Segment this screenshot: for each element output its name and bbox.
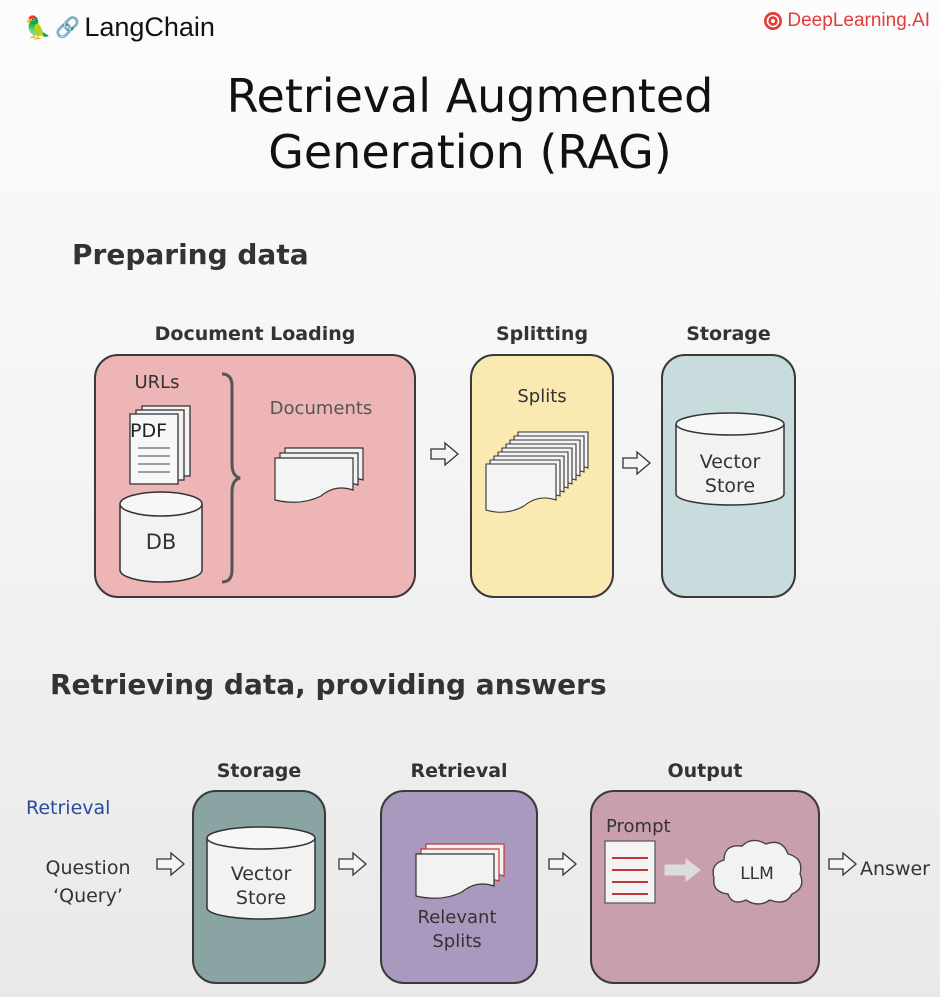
arrow-right-icon <box>828 851 858 877</box>
arrow-right-icon <box>664 857 701 883</box>
prompt-label: Prompt <box>606 816 671 837</box>
retrieval-box: Relevant Splits <box>380 790 538 984</box>
documents-label: Documents <box>269 398 373 419</box>
document-loading-box: URLs PDF DB Documents <box>94 354 416 598</box>
splitting-box: Splits <box>470 354 614 598</box>
arrow-right-icon <box>622 450 652 476</box>
arrow-right-icon <box>156 851 186 877</box>
title-line-1: Retrieval Augmented <box>226 69 714 123</box>
deeplearning-mark-icon <box>764 12 783 30</box>
deeplearning-logo: DeepLearning.AI <box>763 10 930 32</box>
answer-label: Answer <box>860 858 930 880</box>
question-line2: ‘Query’ <box>53 885 123 907</box>
db-label: DB <box>145 530 177 554</box>
splits-stack-icon <box>485 431 589 513</box>
output-label: Output <box>667 760 743 782</box>
relevant-line1: Relevant <box>417 907 497 928</box>
vector-store-line1: Vector <box>230 863 292 885</box>
vector-store-label: Vector Store <box>674 450 786 498</box>
relevant-splits-label: Relevant Splits <box>382 906 532 954</box>
llm-label: LLM <box>740 864 774 884</box>
pdf-label: PDF <box>130 420 168 442</box>
retrieval-label: Retrieval <box>410 760 508 782</box>
relevant-line2: Splits <box>432 931 482 952</box>
storage-box-bottom: Vector Store <box>192 790 326 984</box>
vector-store-icon <box>675 412 785 506</box>
splits-label: Splits <box>517 386 567 407</box>
langchain-logo-text: LangChain <box>84 12 215 42</box>
prompt-document-icon <box>604 840 656 904</box>
link-icon: 🔗 <box>55 17 81 39</box>
vector-store-label-bottom: Vector Store <box>205 862 317 910</box>
retrieval-tag: Retrieval <box>26 797 111 819</box>
page-title: Retrieval Augmented Generation (RAG) <box>0 68 940 180</box>
splitting-label: Splitting <box>495 323 589 345</box>
question-line1: Question <box>45 857 131 879</box>
storage-label-bottom: Storage <box>216 760 302 782</box>
urls-label: URLs <box>134 372 180 393</box>
vector-store-icon <box>206 826 316 920</box>
storage-box-top: Vector Store <box>661 354 796 598</box>
arrow-right-icon <box>430 441 460 467</box>
relevant-splits-icon <box>415 843 505 899</box>
vector-store-line1: Vector <box>699 451 761 473</box>
deeplearning-logo-text: DeepLearning.AI <box>787 10 930 31</box>
title-line-2: Generation (RAG) <box>268 125 672 179</box>
retrieving-heading: Retrieving data, providing answers <box>50 668 607 701</box>
document-loading-label: Document Loading <box>154 323 356 345</box>
documents-stack-icon <box>274 447 364 503</box>
arrow-right-icon <box>338 851 368 877</box>
langchain-logo: 🦜 🔗 LangChain <box>24 12 215 43</box>
curly-brace-icon <box>221 372 241 584</box>
question-query-label: Question ‘Query’ <box>30 854 146 910</box>
vector-store-line2: Store <box>235 887 287 909</box>
pdf-document-icon <box>129 405 191 485</box>
llm-cloud-icon <box>712 839 803 905</box>
arrow-right-icon <box>548 851 578 877</box>
storage-label-top: Storage <box>686 323 771 345</box>
preparing-heading: Preparing data <box>72 238 309 271</box>
parrot-icon: 🦜 <box>24 14 52 40</box>
output-box: Prompt LLM <box>590 790 820 984</box>
vector-store-line2: Store <box>704 475 756 497</box>
database-icon <box>119 491 203 583</box>
